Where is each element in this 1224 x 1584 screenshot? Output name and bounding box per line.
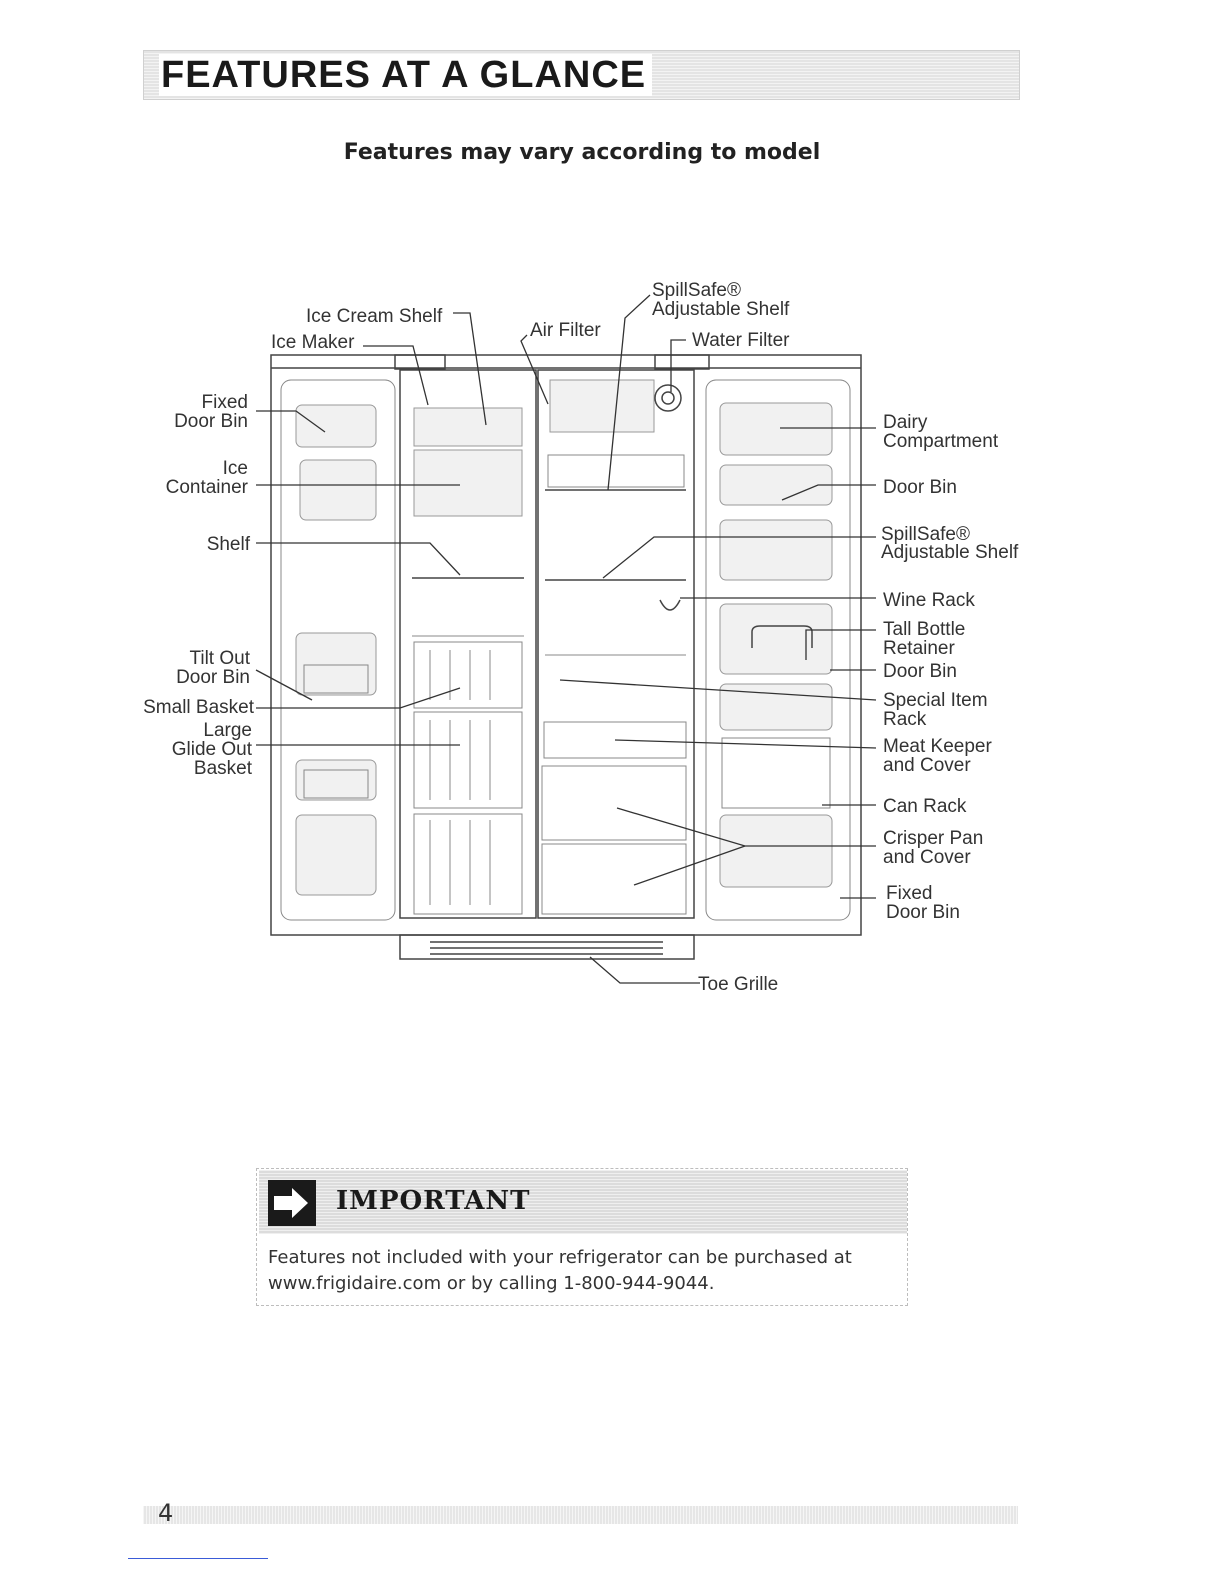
- label-meat-keeper-line2: and Cover: [883, 755, 971, 776]
- important-text: Features not included with your refriger…: [268, 1245, 898, 1297]
- label-shelf: Shelf: [207, 534, 251, 555]
- freezer-interior: [412, 408, 524, 914]
- label-large-glide-out-basket-line2: Glide Out: [172, 739, 253, 760]
- label-water-filter: Water Filter: [692, 330, 790, 351]
- label-can-rack: Can Rack: [883, 796, 967, 817]
- footer-band: [143, 1506, 1018, 1524]
- label-ice-cream-shelf: Ice Cream Shelf: [306, 306, 443, 327]
- label-special-item-rack-line1: Special Item: [883, 690, 988, 711]
- label-fixed-door-bin-left-line2: Door Bin: [174, 411, 248, 432]
- arrow-right-icon: [268, 1180, 316, 1226]
- page-number: 4: [158, 1499, 173, 1527]
- label-ice-container-line1: Ice: [223, 458, 248, 479]
- label-meat-keeper-line1: Meat Keeper: [883, 736, 992, 757]
- label-small-basket: Small Basket: [143, 697, 255, 718]
- label-toe-grille: Toe Grille: [698, 974, 778, 995]
- label-ice-container-line2: Container: [166, 477, 249, 498]
- label-tilt-out-door-bin-line1: Tilt Out: [189, 648, 250, 669]
- label-door-bin-upper: Door Bin: [883, 477, 957, 498]
- label-large-glide-out-basket-line3: Basket: [194, 758, 253, 779]
- label-special-item-rack-line2: Rack: [883, 709, 927, 730]
- fresh-food-interior: [542, 380, 686, 914]
- corner-mark: [128, 1558, 268, 1559]
- label-ice-maker: Ice Maker: [271, 332, 355, 353]
- fresh-food-door-items: [720, 403, 832, 887]
- label-tall-bottle-retainer-line2: Retainer: [883, 638, 955, 659]
- label-air-filter: Air Filter: [530, 320, 601, 341]
- label-door-bin-lower: Door Bin: [883, 661, 957, 682]
- label-tilt-out-door-bin-line2: Door Bin: [176, 667, 250, 688]
- toe-grille: [400, 935, 694, 959]
- label-fixed-door-bin-left-line1: Fixed: [202, 392, 248, 413]
- freezer-door-items: [296, 405, 376, 895]
- important-title: IMPORTANT: [336, 1186, 531, 1216]
- label-spillsafe-top-line1: SpillSafe®: [652, 280, 741, 301]
- label-large-glide-out-basket-line1: Large: [203, 720, 252, 741]
- label-crisper-pan-line2: and Cover: [883, 847, 971, 868]
- important-text-line1: Features not included with your refriger…: [268, 1245, 898, 1271]
- label-wine-rack: Wine Rack: [883, 590, 975, 611]
- label-spillsafe-right-line2: Adjustable Shelf: [881, 542, 1019, 563]
- label-dairy-compartment-line2: Compartment: [883, 431, 999, 452]
- label-tall-bottle-retainer-line1: Tall Bottle: [883, 619, 965, 640]
- label-dairy-compartment-line1: Dairy: [883, 412, 928, 433]
- important-text-line2: www.frigidaire.com or by calling 1-800-9…: [268, 1271, 898, 1297]
- label-spillsafe-top-line2: Adjustable Shelf: [652, 299, 790, 320]
- label-fixed-door-bin-right-line1: Fixed: [886, 883, 932, 904]
- label-crisper-pan-line1: Crisper Pan: [883, 828, 983, 849]
- label-fixed-door-bin-right-line2: Door Bin: [886, 902, 960, 923]
